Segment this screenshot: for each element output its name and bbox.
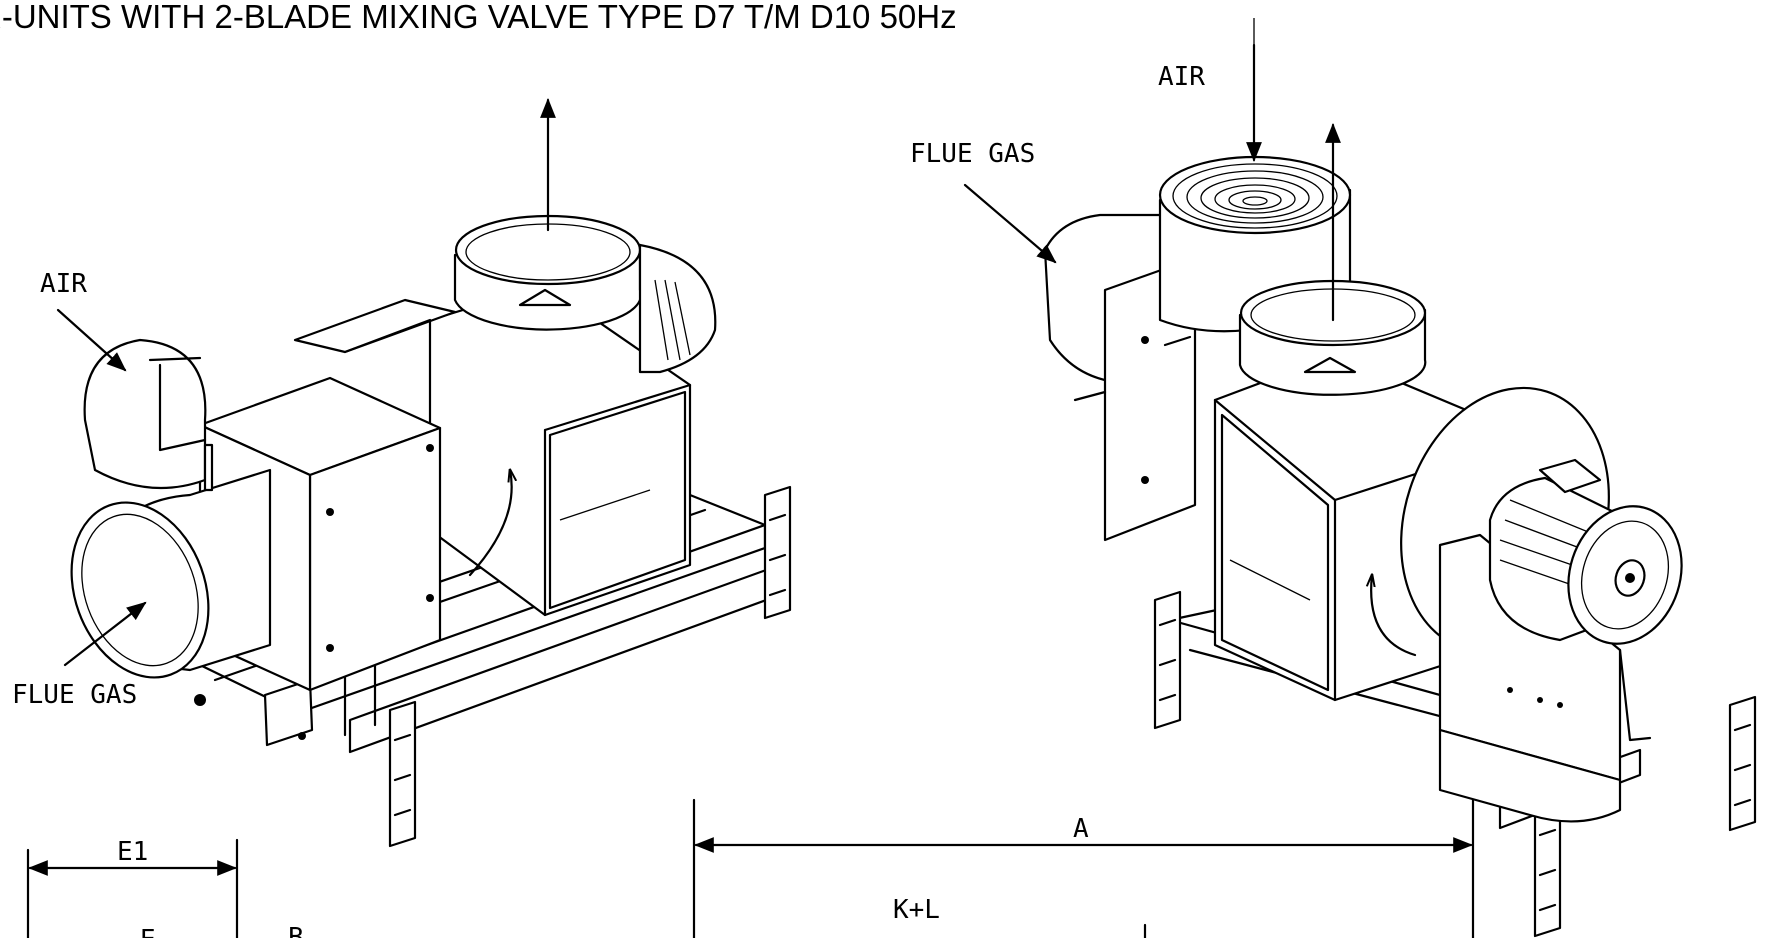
right-bracket-side <box>1728 695 1757 832</box>
right-bracket-front <box>1533 800 1562 938</box>
dim-e-label: E <box>140 925 156 938</box>
left-air-label: AIR <box>40 269 87 299</box>
right-air-inlet-grille <box>1158 155 1352 235</box>
dimension-e1: E1 <box>26 837 239 938</box>
right-air-label: AIR <box>1158 62 1205 92</box>
left-bracket-front <box>388 700 417 848</box>
valve-handle <box>203 443 214 492</box>
dim-e1-label: E1 <box>117 837 148 867</box>
left-flue-leader <box>63 601 147 667</box>
drawing-title: R-UNITS WITH 2-BLADE MIXING VALVE TYPE D… <box>0 0 957 35</box>
left-fan-unit <box>56 98 792 848</box>
left-flue-gas-label: FLUE GAS <box>12 680 137 710</box>
dim-b-label: B <box>288 923 304 938</box>
left-air-inlet <box>83 338 207 490</box>
left-air-leader <box>56 308 127 372</box>
right-fan-unit <box>963 43 1757 938</box>
terminal-box <box>1538 458 1602 494</box>
dimension-a: A <box>692 798 1475 938</box>
dim-k-plus-l-label: K+L <box>893 895 940 925</box>
right-bracket-rear <box>1153 590 1182 730</box>
right-flue-leader <box>963 183 1057 264</box>
motor-support-plate <box>1438 533 1622 782</box>
right-flue-gas-label: FLUE GAS <box>910 139 1035 169</box>
dim-a-label: A <box>1073 814 1089 844</box>
dimension-b: B <box>288 923 304 938</box>
dimension-e: E <box>140 925 156 938</box>
left-bracket-rear <box>763 485 792 620</box>
dimension-k-plus-l: K+L <box>893 895 1147 938</box>
